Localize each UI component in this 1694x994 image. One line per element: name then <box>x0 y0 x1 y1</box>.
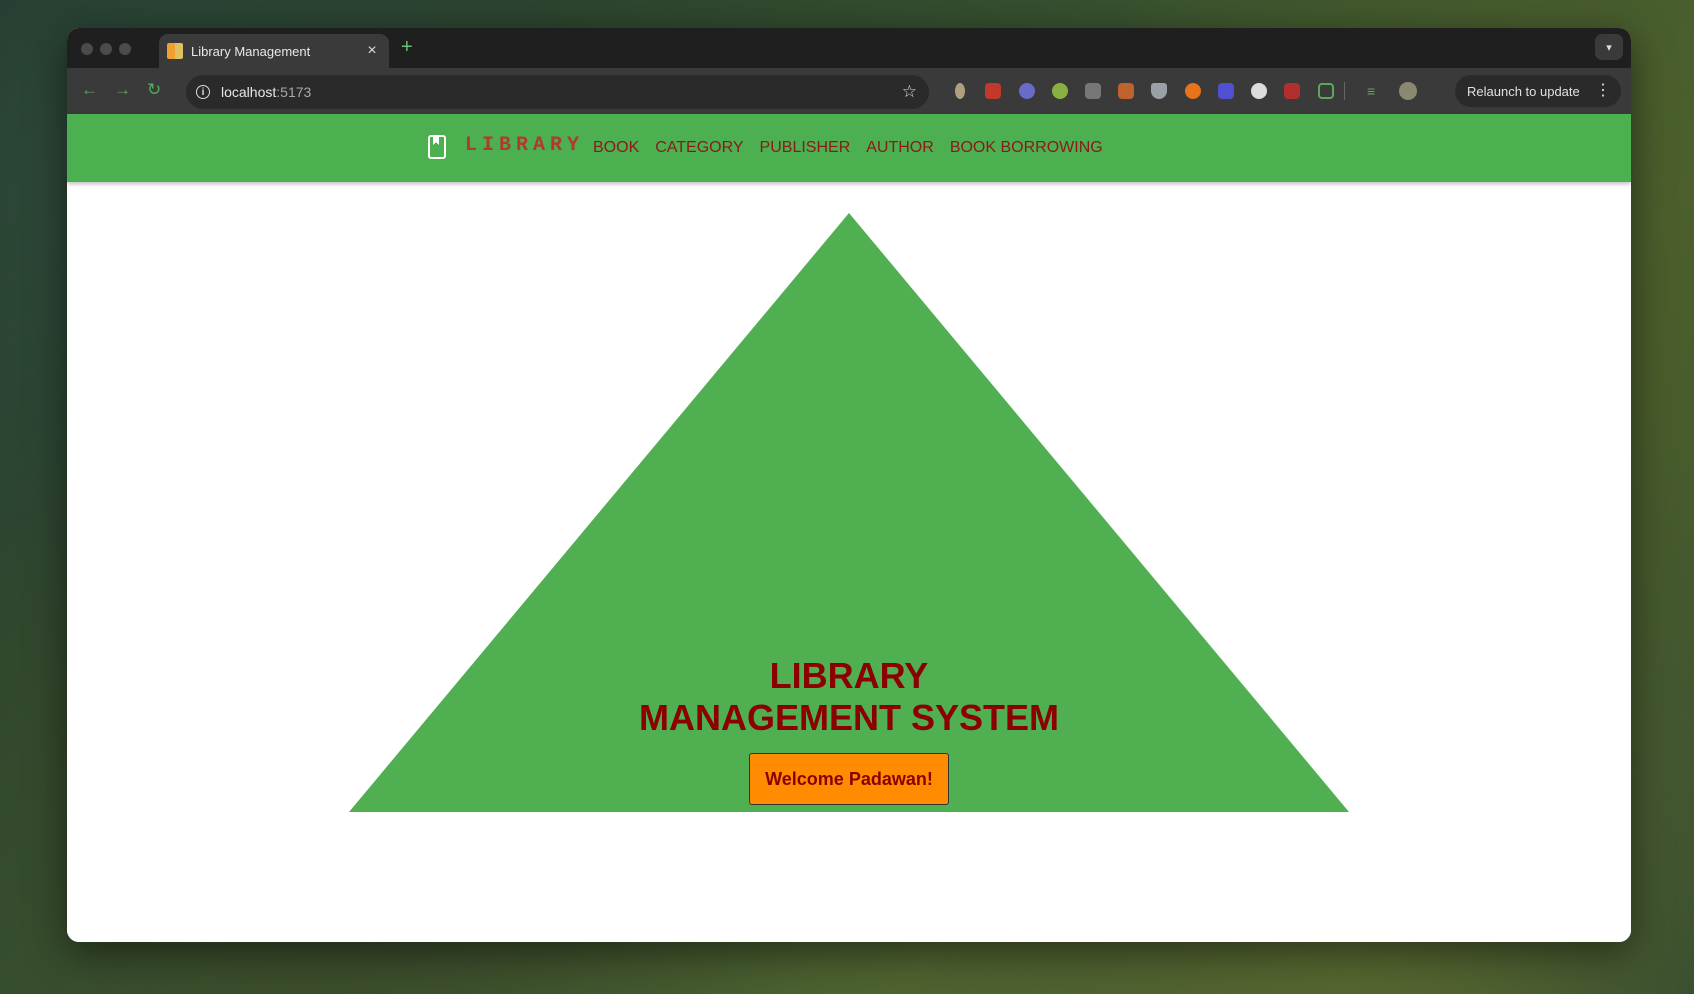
extension-icon-6[interactable] <box>1118 83 1134 99</box>
hero-title-line-2: MANAGEMENT SYSTEM <box>638 697 1059 738</box>
close-tab-icon[interactable]: × <box>367 42 377 59</box>
toolbar-divider <box>1344 82 1345 100</box>
nav-book-borrowing[interactable]: BOOK BORROWING <box>949 139 1103 156</box>
reading-list-icon[interactable]: ≡ <box>1367 83 1376 99</box>
extension-icon-8[interactable] <box>1185 83 1201 99</box>
tab-search-chevron-icon[interactable]: ▾ <box>1595 34 1623 60</box>
relaunch-label: Relaunch to update <box>1467 83 1580 99</box>
maximize-window-button[interactable] <box>119 43 131 55</box>
new-tab-button[interactable]: + <box>401 36 413 58</box>
hero-title: LIBRARY MANAGEMENT SYSTEM <box>367 655 1331 739</box>
logo-text[interactable]: LIBRARY <box>465 134 585 157</box>
extension-icon-5[interactable] <box>1085 83 1101 99</box>
welcome-button[interactable]: Welcome Padawan! <box>749 753 949 805</box>
extension-icon-1[interactable] <box>955 83 965 99</box>
tab-title: Library Management <box>191 43 311 59</box>
forward-arrow-icon[interactable]: → <box>114 80 131 99</box>
profile-avatar[interactable] <box>1399 82 1417 100</box>
reload-icon[interactable]: ↻ <box>147 80 162 99</box>
nav-book[interactable]: BOOK <box>593 139 640 156</box>
nav-author[interactable]: AUTHOR <box>866 139 934 156</box>
extension-icon-4[interactable] <box>1052 83 1068 99</box>
app-header: LIBRARY BOOK CATEGORY PUBLISHER AUTHOR B… <box>67 114 1631 182</box>
hero-title-line-1: LIBRARY <box>769 655 929 696</box>
nav-category[interactable]: CATEGORY <box>655 139 744 156</box>
minimize-window-button[interactable] <box>100 43 112 55</box>
book-logo-icon[interactable] <box>428 135 446 159</box>
extension-icon-11[interactable] <box>1284 83 1300 99</box>
puzzle-extensions-icon[interactable] <box>1318 83 1334 99</box>
shield-extension-icon[interactable] <box>1151 83 1167 99</box>
main-nav: BOOK CATEGORY PUBLISHER AUTHOR BOOK BORR… <box>593 114 1119 182</box>
back-arrow-icon[interactable]: ← <box>81 80 98 99</box>
nav-publisher[interactable]: PUBLISHER <box>759 139 851 156</box>
url-port: :5173 <box>276 84 312 100</box>
tab-library-management[interactable]: Library Management × <box>159 34 389 68</box>
url-text[interactable]: localhost:5173 <box>221 84 902 100</box>
site-info-icon[interactable]: i <box>196 85 210 99</box>
relaunch-button[interactable]: Relaunch to update ⋮ <box>1455 75 1621 107</box>
more-menu-icon[interactable]: ⋮ <box>1595 82 1611 99</box>
tab-bar: Library Management × + ▾ <box>67 28 1631 68</box>
browser-toolbar: ← → ↻ i localhost:5173 ☆ ≡ Relaunch to u… <box>67 68 1631 114</box>
url-host: localhost <box>221 84 277 100</box>
close-window-button[interactable] <box>81 43 93 55</box>
extension-icon-9[interactable] <box>1218 83 1234 99</box>
book-favicon-icon <box>167 43 183 59</box>
page-content: LIBRARY BOOK CATEGORY PUBLISHER AUTHOR B… <box>67 114 1631 942</box>
address-bar[interactable]: i localhost:5173 ☆ <box>186 75 929 109</box>
bookmark-star-icon[interactable]: ☆ <box>901 82 917 101</box>
browser-window: Library Management × + ▾ ← → ↻ i localho… <box>67 28 1631 942</box>
extension-icon-3[interactable] <box>1019 83 1035 99</box>
extension-icon-2[interactable] <box>985 83 1001 99</box>
extension-icon-10[interactable] <box>1251 83 1267 99</box>
